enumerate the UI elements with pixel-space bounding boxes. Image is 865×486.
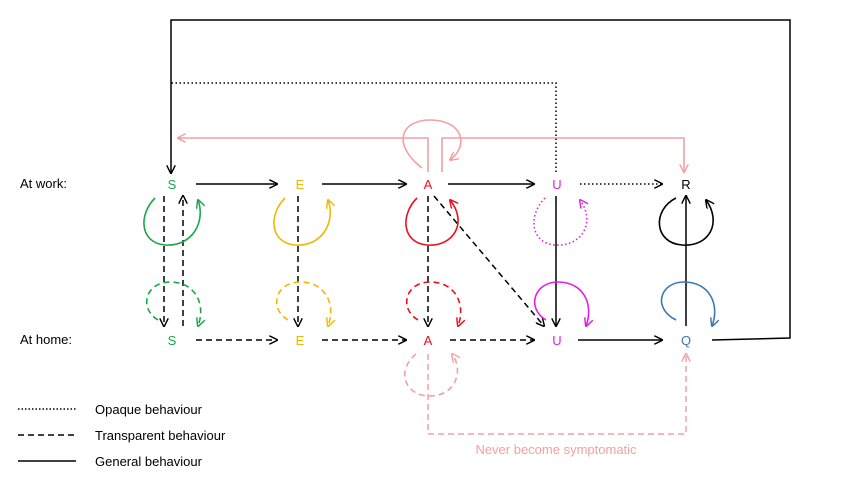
self-loop-a-work-top-salmon (402, 119, 462, 169)
legend-transparent-label: Transparent behaviour (95, 428, 226, 443)
node-e-work: E (296, 177, 305, 192)
node-r-work: R (681, 177, 690, 192)
self-loop-a-home-bottom-salmon (404, 354, 458, 397)
legend: Opaque behaviour Transparent behaviour G… (18, 402, 226, 469)
legend-opaque-label: Opaque behaviour (95, 402, 203, 417)
edge-q-to-s-work-general (171, 19, 791, 341)
edge-u-to-s-work-opaque (171, 82, 557, 172)
row-label-work: At work: (20, 176, 67, 191)
self-loop-s-work (143, 197, 200, 246)
edge-a-to-s-work-salmon (178, 138, 429, 172)
edge-a-home-to-q-never-symptomatic (427, 354, 686, 435)
row-label-home: At home: (20, 332, 73, 347)
edge-a-to-r-work-salmon (441, 137, 684, 172)
node-s-home: S (168, 333, 177, 348)
node-a-work: A (424, 177, 433, 192)
self-loop-e-home (276, 281, 331, 326)
edge-a-work-to-u-home (433, 195, 544, 326)
never-symptomatic-label: Never become symptomatic (475, 442, 637, 457)
node-a-home: A (424, 333, 433, 348)
legend-general-label: General behaviour (95, 454, 203, 469)
self-loop-a-home (406, 281, 461, 326)
self-loop-a-work (405, 197, 459, 246)
self-loop-u-home (534, 281, 589, 326)
node-u-home: U (552, 333, 561, 348)
self-loop-s-home (146, 281, 201, 326)
self-loop-e-work (273, 197, 330, 246)
node-q-home: Q (681, 333, 691, 348)
self-loop-r-work (658, 197, 713, 246)
self-loop-q-home (660, 281, 715, 326)
node-e-home: E (296, 333, 305, 348)
self-loop-u-work-opaque (533, 197, 587, 246)
node-s-work: S (168, 177, 177, 192)
node-u-work: U (552, 177, 561, 192)
